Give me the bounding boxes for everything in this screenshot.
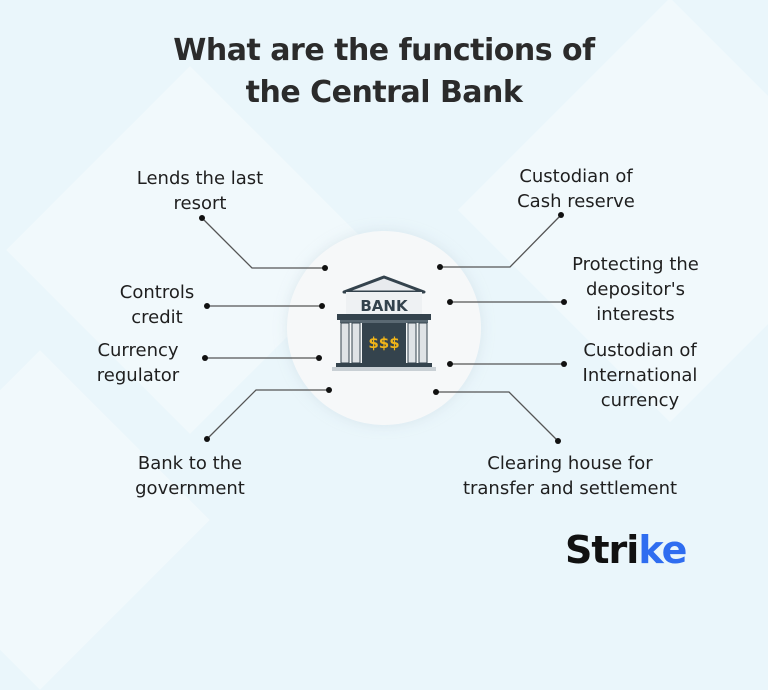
page-title: What are the functions of the Central Ba…: [0, 30, 768, 114]
function-depositor-interests: Protecting the depositor's interests: [572, 254, 699, 325]
function-international-currency: Custodian of International currency: [582, 340, 698, 411]
function-lender: Lends the last resort: [136, 168, 264, 214]
strike-logo: Strike: [565, 528, 687, 572]
function-bank-to-government: Bank to the government: [135, 453, 245, 499]
bank-building-icon: BANK $$$: [332, 275, 436, 371]
function-clearing-house: Clearing house for transfer and settleme…: [462, 453, 678, 499]
title-line-1: What are the functions of: [173, 33, 595, 68]
title-line-2: the Central Bank: [245, 75, 523, 110]
function-currency-regulator: Currency regulator: [96, 340, 180, 386]
function-cash-reserve: Custodian of Cash reserve: [517, 166, 635, 212]
svg-text:$$$: $$$: [368, 334, 399, 352]
function-controls-credit: Controls credit: [119, 282, 195, 328]
connector-lines: BANK $$$: [199, 212, 567, 444]
svg-text:BANK: BANK: [360, 297, 409, 315]
